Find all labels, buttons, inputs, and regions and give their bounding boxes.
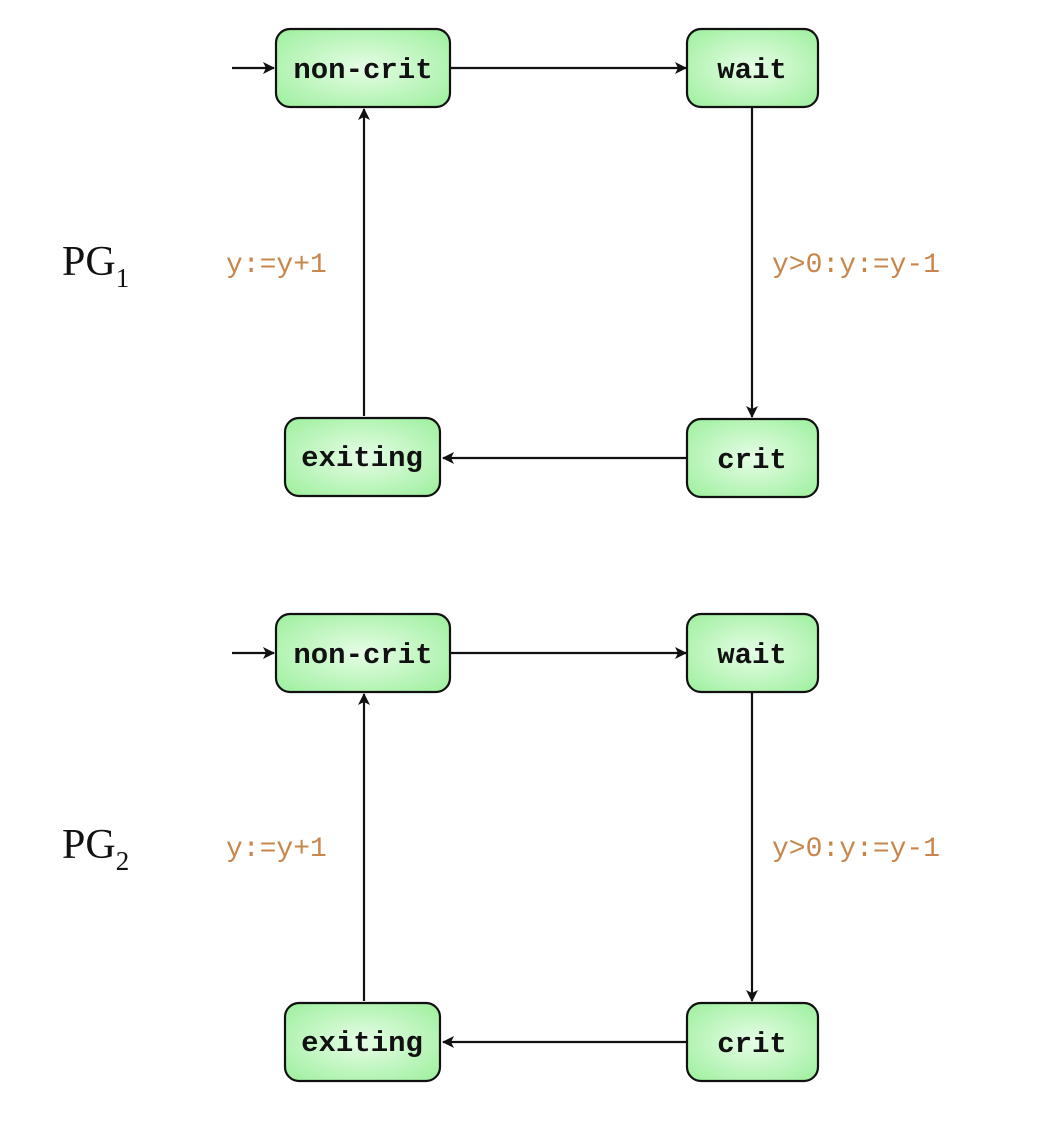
pg2-state-crit-label: crit (717, 1028, 787, 1061)
program-graph-2: PG2 y:=y+1 y>0:y:=y-1 non-crit wait crit… (62, 612, 940, 1083)
program-graph-1: PG1 y:=y+1 y>0:y:=y-1 non-crit wait crit… (62, 27, 940, 499)
pg2-state-exiting-label: exiting (301, 1027, 423, 1060)
pg1-state-wait-label: wait (717, 54, 787, 87)
pg1-state-wait: wait (685, 27, 820, 109)
pg1-action-release: y:=y+1 (226, 250, 327, 281)
pg2-action-release: y:=y+1 (226, 834, 327, 865)
pg2-state-wait-label: wait (717, 639, 787, 672)
pg1-state-crit-label: crit (717, 444, 787, 477)
pg2-action-acquire: y>0:y:=y-1 (772, 834, 940, 865)
pg1-state-noncrit: non-crit (274, 27, 452, 109)
pg1-state-crit: crit (685, 417, 820, 499)
pg2-state-wait: wait (685, 612, 820, 694)
pg2-state-noncrit: non-crit (274, 612, 452, 694)
pg1-state-exiting-label: exiting (301, 442, 423, 475)
pg2-state-noncrit-label: non-crit (293, 639, 432, 672)
pg2-label: PG2 (62, 822, 129, 876)
pg2-state-exiting: exiting (283, 1001, 442, 1083)
pg1-state-exiting: exiting (283, 416, 442, 498)
pg2-state-crit: crit (685, 1001, 820, 1083)
pg1-state-noncrit-label: non-crit (293, 54, 432, 87)
pg1-action-acquire: y>0:y:=y-1 (772, 250, 940, 281)
pg1-label: PG1 (62, 239, 129, 293)
